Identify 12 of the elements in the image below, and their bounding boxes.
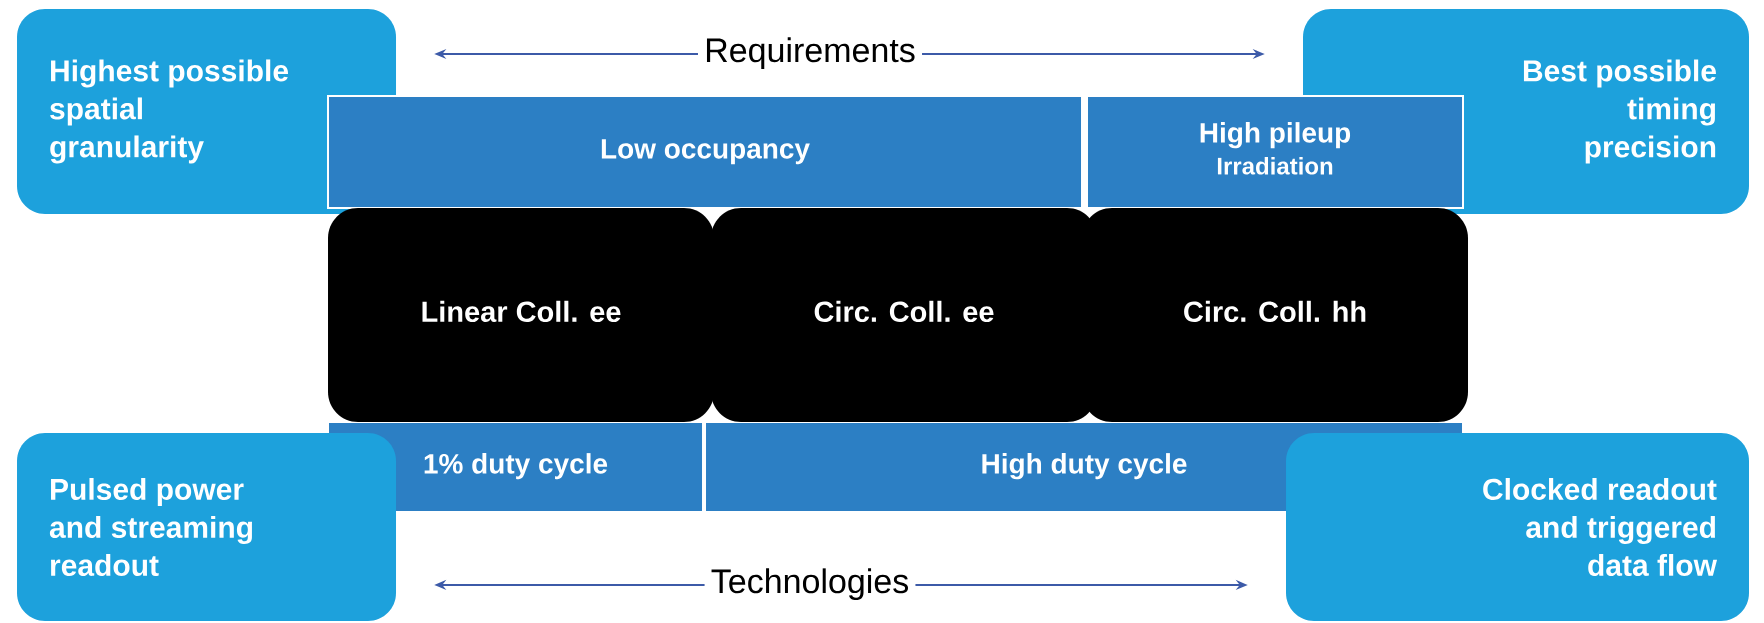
collider-box: Linear Coll. ee: [328, 208, 714, 422]
heading-text: Requirements: [707, 37, 915, 70]
collider-box: Circ. Coll. ee: [711, 208, 1097, 422]
band: High pileup Irradiation: [1086, 95, 1464, 209]
node-label: Circ. Coll. ee: [814, 300, 994, 323]
node-label: Linear Coll. ee: [422, 300, 621, 323]
heading-text: Technologies: [711, 568, 908, 601]
rounded-box: Clocked readout and triggered data flow: [1286, 433, 1749, 621]
band: Low occupancy: [327, 95, 1083, 209]
rounded-box: Pulsed power and streaming readout: [17, 433, 396, 621]
node-label: Circ. Coll. hh: [1184, 300, 1366, 323]
collider-box: Circ. Coll. hh: [1082, 208, 1468, 422]
